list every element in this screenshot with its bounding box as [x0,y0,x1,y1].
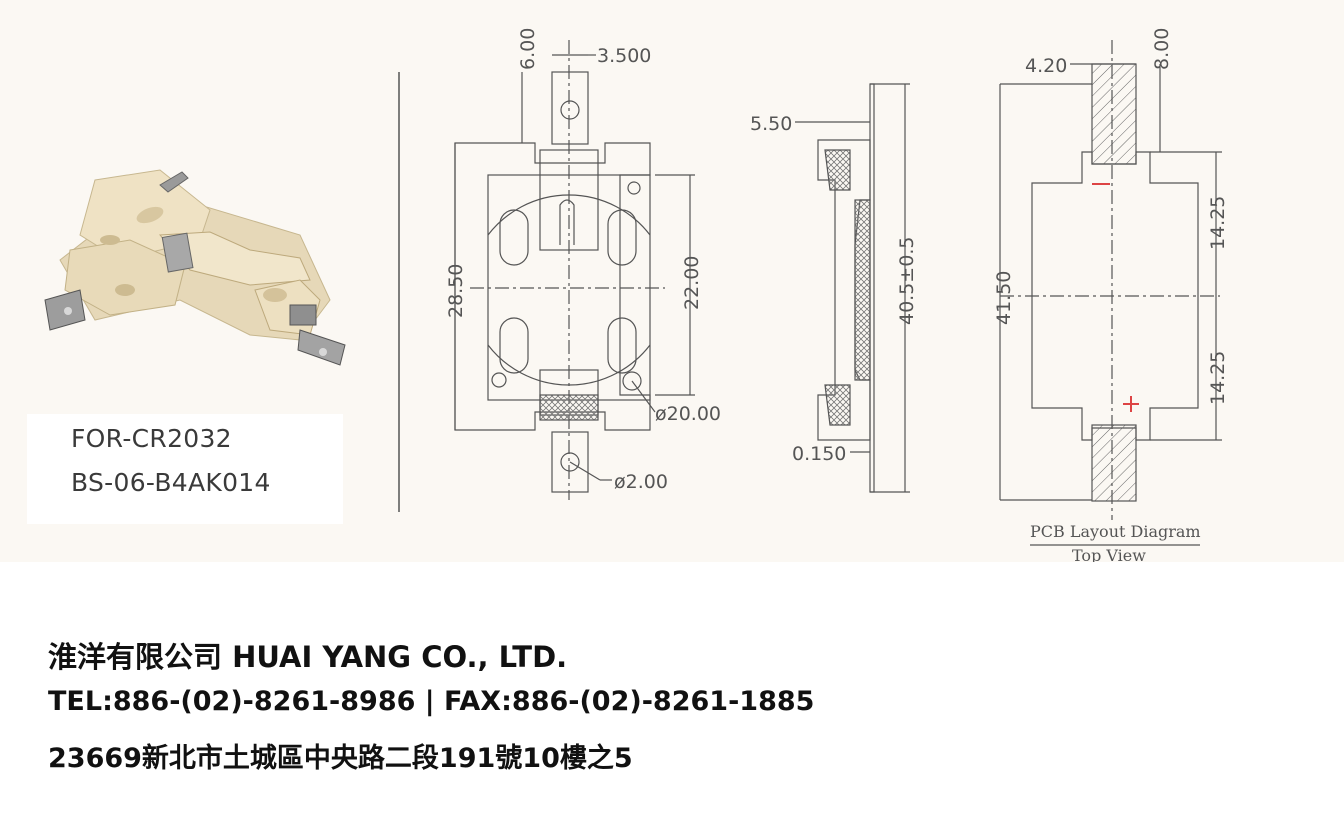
battery-type: FOR-CR2032 [71,424,232,453]
dim-tab-len: 6.00 [517,28,539,70]
dim-pcb-half-bottom: 14.25 [1207,351,1229,405]
dim-tab-w: 3.500 [597,45,651,67]
dim-height-a: 28.50 [445,264,467,318]
company-contact: TEL:886-(02)-8261-8986 | FAX:886-(02)-82… [48,686,815,717]
pcb-caption-title: PCB Layout Diagram [1030,522,1201,541]
dim-side-top: 5.50 [750,113,792,135]
company-name: 淮洋有限公司 HUAI YANG CO., LTD. [48,640,568,674]
dim-diam-battery: ø20.00 [655,403,721,425]
dim-height-b: 22.00 [681,256,703,310]
product-photo [44,169,346,366]
pcb-layout [999,40,1222,546]
front-view [454,40,695,500]
part-number: BS-06-B4AK014 [71,468,271,497]
dim-pcb-pad-w: 4.20 [1025,55,1067,77]
pcb-layout-labels: 4.20 8.00 41.50 14.25 14.25 PCB Layout D… [993,28,1229,562]
side-view-labels: 5.50 40.5±0.5 0.150 [750,113,918,465]
product-label-box: FOR-CR2032 BS-06-B4AK014 [27,414,343,524]
pcb-caption-subtitle: Top View [1072,546,1146,562]
front-view-labels: 6.00 3.500 28.50 22.00 ø20.00 ø2.00 [445,28,721,493]
dim-side-thick: 0.150 [792,443,846,465]
side-view [795,83,910,493]
dim-pcb-pad-len: 8.00 [1151,28,1173,70]
dim-pcb-half-top: 14.25 [1207,196,1229,250]
dim-diam-hole: ø2.00 [614,471,668,493]
dim-pcb-total: 41.50 [993,271,1015,325]
company-address: 23669新北市土城區中央路二段191號10樓之5 [48,743,633,774]
technical-drawing: 6.00 3.500 28.50 22.00 ø20.00 ø2.00 5.50… [44,28,1229,562]
dim-side-total: 40.5±0.5 [896,237,918,325]
